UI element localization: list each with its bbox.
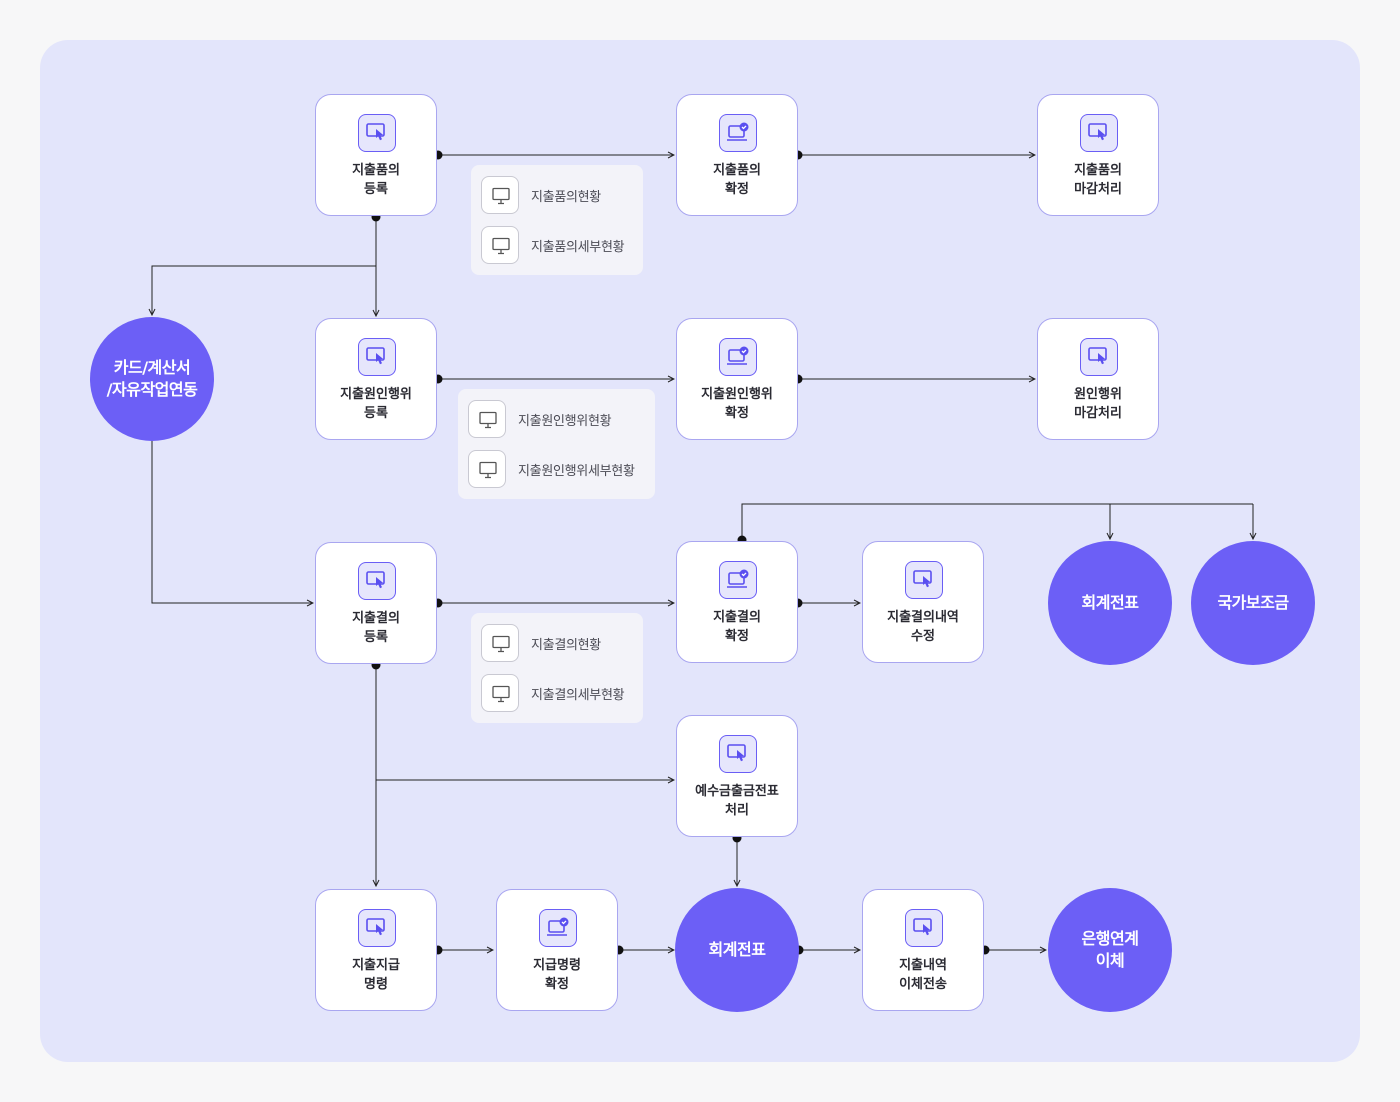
monitor-icon	[468, 450, 506, 488]
report-group-resolution: 지출결의현황 지출결의세부현황	[471, 613, 643, 723]
node-label: 예수금출금전표 처리	[695, 784, 779, 818]
hand-pointer-icon	[905, 909, 943, 947]
node-expense-proposal-register[interactable]: 지출품의 등록	[315, 94, 437, 216]
circle-card-link[interactable]: 카드/계산서 /자유작업연동	[90, 317, 214, 441]
report-label: 지출결의세부현황	[531, 688, 625, 703]
node-resolution-register[interactable]: 지출결의 등록	[315, 542, 437, 664]
monitor-icon	[481, 624, 519, 662]
node-expense-proposal-close[interactable]: 지출품의 마감처리	[1037, 94, 1159, 216]
node-payment-order-confirm[interactable]: 지급명령 확정	[496, 889, 618, 1011]
report-label: 지출원인행위현황	[518, 414, 612, 429]
report-label: 지출원인행위세부현황	[518, 464, 635, 479]
node-label: 지출결의내역 수정	[887, 610, 959, 644]
node-label: 지급명령 확정	[533, 958, 581, 992]
node-label: 지출결의 확정	[713, 610, 761, 644]
report-item-cause-act-detail[interactable]: 지출원인행위세부현황	[468, 450, 647, 488]
report-item-resolution-detail[interactable]: 지출결의세부현황	[481, 674, 635, 712]
hand-pointer-icon	[358, 338, 396, 376]
circle-bank-transfer[interactable]: 은행연계 이체	[1048, 888, 1172, 1012]
report-group-proposal: 지출품의현황 지출품의세부현황	[471, 165, 643, 275]
node-transfer-send[interactable]: 지출내역 이체전송	[862, 889, 984, 1011]
circle-voucher-top[interactable]: 회계전표	[1048, 541, 1172, 665]
hand-pointer-icon	[905, 561, 943, 599]
node-resolution-confirm[interactable]: 지출결의 확정	[676, 541, 798, 663]
node-label: 지출원인행위 확정	[701, 387, 773, 421]
node-payment-order[interactable]: 지출지급 명령	[315, 889, 437, 1011]
hand-pointer-icon	[358, 562, 396, 600]
circle-voucher-bottom[interactable]: 회계전표	[675, 888, 799, 1012]
report-item-cause-act-status[interactable]: 지출원인행위현황	[468, 400, 647, 438]
report-item-proposal-detail[interactable]: 지출품의세부현황	[481, 226, 635, 264]
node-cause-act-close[interactable]: 원인행위 마감처리	[1037, 318, 1159, 440]
node-resolution-detail-edit[interactable]: 지출결의내역 수정	[862, 541, 984, 663]
node-label: 지출결의 등록	[352, 611, 400, 645]
report-label: 지출품의현황	[531, 190, 601, 205]
hand-pointer-icon	[719, 735, 757, 773]
laptop-check-icon	[719, 114, 757, 152]
monitor-icon	[468, 400, 506, 438]
monitor-icon	[481, 674, 519, 712]
node-cause-act-confirm[interactable]: 지출원인행위 확정	[676, 318, 798, 440]
node-label: 지출품의 등록	[352, 163, 400, 197]
circle-subsidy[interactable]: 국가보조금	[1191, 541, 1315, 665]
node-label: 지출품의 마감처리	[1074, 163, 1122, 197]
hand-pointer-icon	[358, 114, 396, 152]
monitor-icon	[481, 226, 519, 264]
laptop-check-icon	[539, 909, 577, 947]
node-expense-proposal-confirm[interactable]: 지출품의 확정	[676, 94, 798, 216]
laptop-check-icon	[719, 561, 757, 599]
report-item-proposal-status[interactable]: 지출품의현황	[481, 176, 635, 214]
node-label: 지출지급 명령	[352, 958, 400, 992]
hand-pointer-icon	[358, 909, 396, 947]
node-label: 지출원인행위 등록	[340, 387, 412, 421]
hand-pointer-icon	[1080, 114, 1118, 152]
node-label: 지출내역 이체전송	[899, 958, 947, 992]
node-label: 원인행위 마감처리	[1074, 387, 1122, 421]
report-label: 지출결의현황	[531, 638, 601, 653]
node-label: 지출품의 확정	[713, 163, 761, 197]
monitor-icon	[481, 176, 519, 214]
node-deposit-voucher[interactable]: 예수금출금전표 처리	[676, 715, 798, 837]
report-group-cause-act: 지출원인행위현황 지출원인행위세부현황	[458, 389, 655, 499]
node-cause-act-register[interactable]: 지출원인행위 등록	[315, 318, 437, 440]
report-label: 지출품의세부현황	[531, 240, 625, 255]
report-item-resolution-status[interactable]: 지출결의현황	[481, 624, 635, 662]
laptop-check-icon	[719, 338, 757, 376]
hand-pointer-icon	[1080, 338, 1118, 376]
